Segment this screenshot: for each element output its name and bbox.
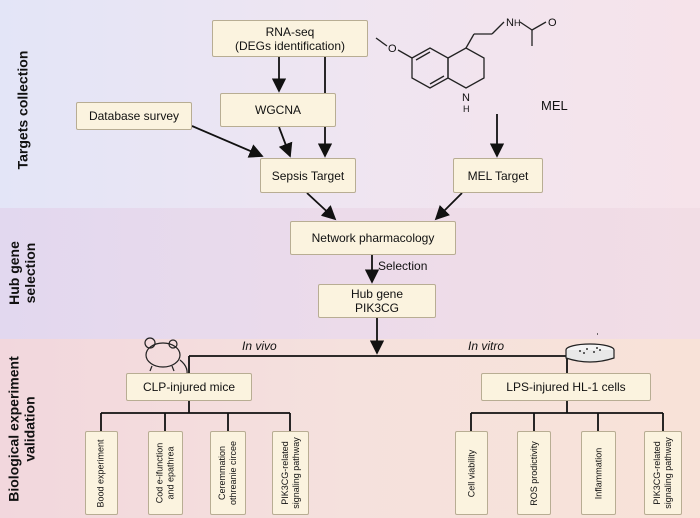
arrow-wgcna-sepsis	[278, 126, 293, 158]
invivo-test-2: Cod e-ifunction and epathrea	[148, 431, 183, 515]
network-pharmacology-box: Network pharmacology	[290, 221, 456, 255]
ring-n-label: N	[462, 92, 470, 104]
arrow-meltarget-network	[434, 192, 463, 221]
clp-mice-box: CLP-injured mice	[126, 373, 252, 401]
bio-section-label: Biological experiment validation	[6, 356, 39, 502]
hub-section-label: Hub gene selection	[6, 241, 38, 305]
invivo-test-4: PIK3CG-related signaling pathway	[272, 431, 309, 515]
amide-n-label: N	[506, 17, 514, 29]
arrow-sepsis-network	[306, 192, 337, 221]
in-vitro-label: In vitro	[468, 339, 505, 353]
ring-h-label: H	[463, 104, 470, 114]
rnaseq-box: RNA-seq (DEGs identification)	[212, 20, 368, 57]
mel-molecule-icon	[375, 21, 547, 89]
invitro-test-2: ROS prodictivity	[517, 431, 551, 515]
invitro-test-4: PIK3CG-related signaling pathway	[644, 431, 682, 515]
invivo-test-3: Ceremmation othreanie circee	[210, 431, 246, 515]
methoxy-o-label: O	[388, 43, 397, 55]
mel-label: MEL	[541, 98, 568, 113]
invivo-test-1: Bood experiment	[85, 431, 118, 515]
hub-gene-box: Hub gene PIK3CG	[318, 284, 436, 318]
invitro-test-3: Inflammation	[581, 431, 616, 515]
targets-section-label: Targets collection	[14, 50, 30, 170]
sepsis-target-box: Sepsis Target	[260, 158, 356, 193]
selection-label: Selection	[378, 259, 428, 273]
mel-target-box: MEL Target	[453, 158, 543, 193]
arrow-database-sepsis	[191, 125, 264, 158]
amide-h-label: H	[514, 18, 521, 28]
carbonyl-o-label: O	[548, 17, 557, 29]
lps-cells-box: LPS-injured HL-1 cells	[481, 373, 651, 401]
in-vivo-label: In vivo	[242, 339, 277, 353]
mouse-icon	[144, 337, 188, 379]
database-survey-box: Database survey	[76, 102, 192, 130]
invitro-test-1: Cell viability	[455, 431, 488, 515]
wgcna-box: WGCNA	[220, 93, 336, 127]
petri-dish-icon	[565, 333, 615, 363]
